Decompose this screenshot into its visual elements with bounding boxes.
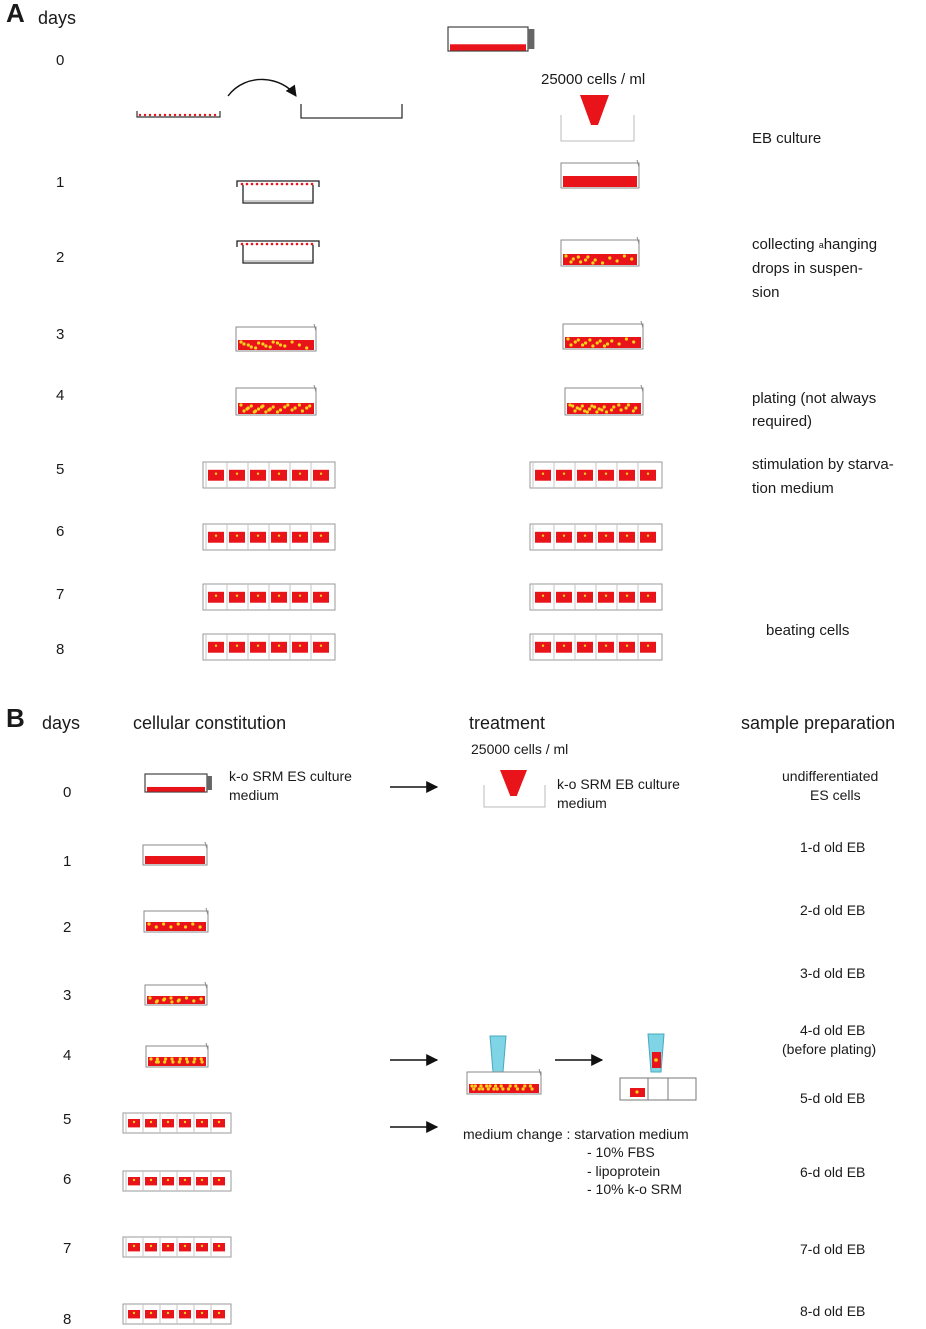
panel-a-day-1: 1 bbox=[56, 174, 65, 191]
panel-a-day5-wells-left bbox=[202, 461, 336, 489]
panel-b-day-3: 3 bbox=[63, 987, 72, 1004]
panel-a-day-7: 7 bbox=[56, 586, 65, 603]
panel-b-day-0: 0 bbox=[63, 784, 72, 801]
panel-b-cone bbox=[500, 770, 527, 796]
panel-b-day-7: 7 bbox=[63, 1240, 72, 1257]
panel-b-day5-wells bbox=[122, 1112, 232, 1134]
panel-a-day6-wells-right bbox=[529, 523, 663, 551]
panel-a-day8-wells-right bbox=[529, 633, 663, 661]
sample-day8: 8-d old EB bbox=[800, 1303, 866, 1319]
panel-a-day-5: 5 bbox=[56, 461, 65, 478]
panel-a-day1-suspension bbox=[560, 159, 640, 189]
panel-a-day-8: 8 bbox=[56, 641, 65, 658]
panel-b-letter: B bbox=[6, 703, 25, 733]
panel-b-day-1: 1 bbox=[63, 853, 72, 870]
panel-b-days-label: days bbox=[42, 713, 81, 733]
panel-b-day1-dish bbox=[142, 841, 208, 866]
panel-a-day5-wells-right bbox=[529, 461, 663, 489]
panel-a-day6-wells-left bbox=[202, 523, 336, 551]
panel-a-days-label: days bbox=[38, 8, 77, 28]
sample-day4-line1: 4-d old EB bbox=[800, 1022, 866, 1038]
note-collecting-line1: collecting ahanging bbox=[752, 236, 878, 253]
sample-day0-line2: ES cells bbox=[810, 787, 861, 803]
panel-b-pipette-dish bbox=[466, 1068, 542, 1095]
panel-b-day6-wells bbox=[122, 1170, 232, 1192]
note-beating-cells: beating cells bbox=[766, 622, 850, 639]
panel-a-day2-hanging-drop bbox=[236, 240, 320, 264]
eb-medium-line2: medium bbox=[557, 795, 607, 811]
panel-a-day8-wells-left bbox=[202, 633, 336, 661]
panel-a-day7-wells-right bbox=[529, 583, 663, 611]
panel-a-empty-plate bbox=[300, 104, 403, 119]
panel-b-cone-well bbox=[483, 785, 546, 808]
panel-a-day3-dish-right bbox=[562, 320, 644, 350]
panel-a-letter: A bbox=[6, 0, 25, 28]
panel-b-day0-flask bbox=[144, 773, 212, 793]
sample-day1: 1-d old EB bbox=[800, 839, 866, 855]
panel-b-day-6: 6 bbox=[63, 1171, 72, 1188]
panel-a-day4-dish-left bbox=[235, 384, 317, 416]
eb-medium-line1: k-o SRM EB culture bbox=[557, 776, 680, 792]
panel-a-day3-dish-left bbox=[235, 323, 317, 352]
note-collecting-line3: sion bbox=[752, 284, 780, 301]
note-stimulation-line1: stimulation by starva- bbox=[752, 456, 894, 473]
panel-a-day-6: 6 bbox=[56, 523, 65, 540]
panel-b-day-2: 2 bbox=[63, 919, 72, 936]
panel-a-day-4: 4 bbox=[56, 387, 65, 404]
panel-b-pipette-1 bbox=[489, 1035, 507, 1073]
panel-b-day-8: 8 bbox=[63, 1311, 72, 1328]
sample-day4-line2: (before plating) bbox=[782, 1041, 877, 1057]
panel-a-cone-well bbox=[560, 115, 635, 142]
panel-a-day4-dish-right bbox=[564, 384, 644, 416]
medium-option-lipoprotein: - lipoprotein bbox=[587, 1163, 661, 1179]
es-medium-line1: k-o SRM ES culture bbox=[229, 768, 352, 784]
panel-a-day-2: 2 bbox=[56, 249, 65, 266]
panel-b-day4-dish bbox=[145, 1042, 209, 1068]
panel-a-day7-wells-left bbox=[202, 583, 336, 611]
panel-a-day0-flask bbox=[447, 26, 535, 52]
sample-day5: 5-d old EB bbox=[800, 1090, 866, 1106]
panel-a-density-label: 25000 cells / ml bbox=[541, 71, 646, 88]
note-plating-line2: required) bbox=[752, 413, 813, 430]
column-header-treatment: treatment bbox=[469, 713, 546, 733]
curved-transfer-arrow bbox=[227, 78, 297, 97]
note-collecting-line2: drops in suspen- bbox=[752, 260, 863, 277]
medium-option-srm: - 10% k-o SRM bbox=[587, 1181, 682, 1197]
panel-b-day-4: 4 bbox=[63, 1047, 72, 1064]
panel-a-day-3: 3 bbox=[56, 326, 65, 343]
note-stimulation-line2: tion medium bbox=[752, 480, 834, 497]
sample-day2: 2-d old EB bbox=[800, 902, 866, 918]
panel-a-drop-dish bbox=[136, 111, 221, 118]
panel-b-day2-dish bbox=[143, 907, 209, 933]
sample-day7: 7-d old EB bbox=[800, 1241, 866, 1257]
panel-b-pipette-2 bbox=[619, 1033, 697, 1101]
sample-day3: 3-d old EB bbox=[800, 965, 866, 981]
es-medium-line2: medium bbox=[229, 787, 279, 803]
column-header-sample: sample preparation bbox=[741, 713, 896, 733]
sample-day0-line1: undifferentiated bbox=[782, 768, 879, 784]
note-plating-line1: plating (not always bbox=[752, 390, 877, 407]
panel-b-day8-wells bbox=[122, 1303, 232, 1325]
medium-option-fbs: - 10% FBS bbox=[587, 1144, 655, 1160]
medium-change-label: medium change : starvation medium bbox=[463, 1126, 689, 1142]
panel-a-day-0: 0 bbox=[56, 52, 65, 69]
panel-a-day2-suspension bbox=[560, 236, 640, 267]
panel-b-day-5: 5 bbox=[63, 1111, 72, 1128]
column-header-cellular: cellular constitution bbox=[133, 713, 287, 733]
panel-b-day7-wells bbox=[122, 1236, 232, 1258]
sample-day6: 6-d old EB bbox=[800, 1164, 866, 1180]
panel-b-density-label: 25000 cells / ml bbox=[471, 741, 569, 757]
panel-b-day3-dish bbox=[144, 981, 208, 1006]
note-eb-culture: EB culture bbox=[752, 130, 822, 147]
panel-a-cone bbox=[580, 95, 609, 125]
panel-a-day1-hanging-drop bbox=[236, 180, 320, 204]
